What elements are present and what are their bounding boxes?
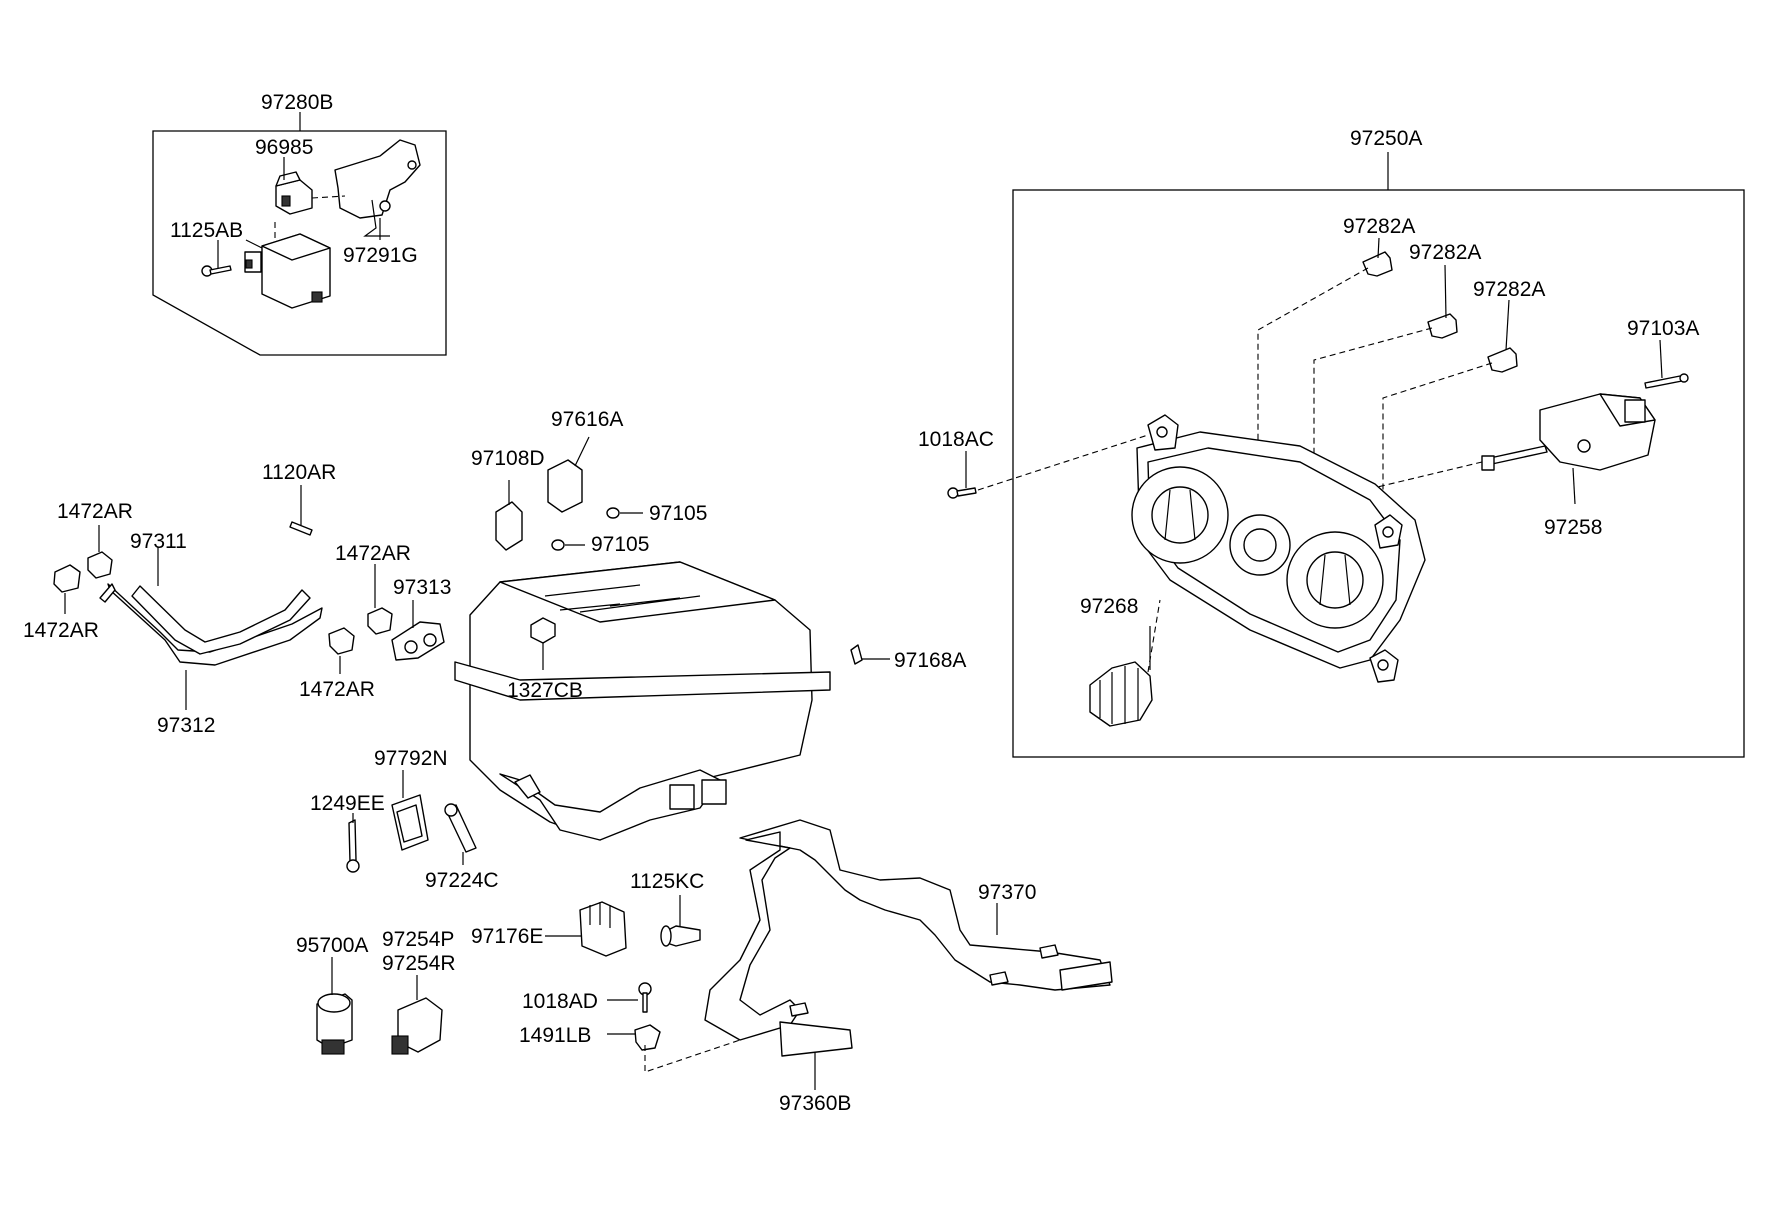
callout-97280B: 97280B <box>261 91 333 114</box>
callout-97370: 97370 <box>978 881 1036 904</box>
callout-97616A: 97616A <box>551 408 623 431</box>
callout-1491LB: 1491LB <box>519 1024 591 1047</box>
callout-97224C: 97224C <box>425 869 499 892</box>
callout-1125KC: 1125KC <box>630 870 704 893</box>
callout-97103A: 97103A <box>1627 317 1699 340</box>
callout-1249EE: 1249EE <box>310 792 385 815</box>
callout-97250A: 97250A <box>1350 127 1422 150</box>
callout-97105-1: 97105 <box>649 502 707 525</box>
callout-97168A: 97168A <box>894 649 966 672</box>
callout-1472AR-4: 1472AR <box>299 678 375 701</box>
callout-97312: 97312 <box>157 714 215 737</box>
callout-97105-2: 97105 <box>591 533 649 556</box>
callout-97108D: 97108D <box>471 447 545 470</box>
lower-parts <box>316 794 1113 1073</box>
inset-97280B <box>152 112 447 356</box>
callout-97176E: 97176E <box>471 925 543 948</box>
callout-97313: 97313 <box>393 576 451 599</box>
callout-95700A: 95700A <box>296 934 368 957</box>
callout-1327CB: 1327CB <box>507 679 583 702</box>
callout-97268: 97268 <box>1080 595 1138 618</box>
callout-97282A-2: 97282A <box>1409 241 1481 264</box>
callout-97291G: 97291G <box>343 244 418 267</box>
callout-1018AC: 1018AC <box>918 428 994 451</box>
callout-97792N: 97792N <box>374 747 448 770</box>
callout-1125AB: 1125AB <box>170 219 243 242</box>
callout-96985: 96985 <box>255 136 313 159</box>
callout-97360B: 97360B <box>779 1092 851 1115</box>
callout-1472AR-1: 1472AR <box>57 500 133 523</box>
callout-97258: 97258 <box>1544 516 1602 539</box>
callout-97254R: 97254R <box>382 952 456 975</box>
leader-lines <box>64 157 1663 1090</box>
callout-1018AD: 1018AD <box>522 990 598 1013</box>
callout-97282A-3: 97282A <box>1473 278 1545 301</box>
heater-case <box>454 561 863 841</box>
heater-pipes <box>53 459 620 666</box>
callout-1472AR-3: 1472AR <box>335 542 411 565</box>
callout-1472AR-2: 1472AR <box>23 619 99 642</box>
callout-1120AR: 1120AR <box>262 461 336 484</box>
inset-97250A <box>947 152 1745 758</box>
callout-97282A-1: 97282A <box>1343 215 1415 238</box>
callout-labels: 97280B 96985 1125AB 97291G 97250A 97282A… <box>23 91 1699 1115</box>
callout-97311: 97311 <box>130 530 187 553</box>
callout-97254P: 97254P <box>382 928 454 951</box>
